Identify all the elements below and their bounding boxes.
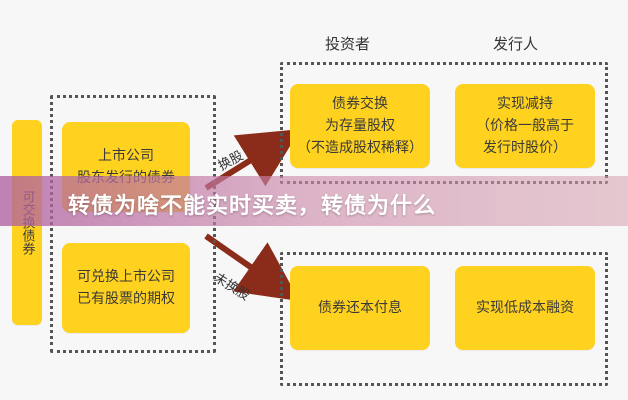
option-rights-line1: 可兑换上市公司 — [77, 269, 175, 285]
reduce-line2: （价格一般高于 — [476, 118, 574, 134]
principal-repayment-box: 债券还本付息 — [290, 266, 430, 350]
option-rights-box: 可兑换上市公司 已有股票的期权 — [62, 243, 190, 333]
no-swap-outcome-frame — [280, 252, 608, 386]
low-cost-financing-box: 实现低成本融资 — [455, 266, 595, 350]
option-rights-line2: 已有股票的期权 — [77, 291, 175, 307]
bond-swap-box: 债券交换 为存量股权 （不造成股权稀释） — [290, 84, 430, 168]
listed-company-line1: 上市公司 — [98, 148, 154, 164]
title-banner — [0, 176, 628, 226]
reduce-holding-box: 实现减持 （价格一般高于 发行时股价） — [455, 84, 595, 168]
investor-header: 投资者 — [325, 35, 371, 53]
bond-swap-line2: 为存量股权 — [325, 118, 395, 134]
issuer-header: 发行人 — [493, 35, 539, 53]
lowcost-line1: 实现低成本融资 — [476, 300, 574, 316]
bond-swap-line3: （不造成股权稀释） — [297, 140, 423, 156]
banner-title: 转债为啥不能实时买卖，转债为什么 — [68, 194, 437, 219]
bond-swap-line1: 债券交换 — [332, 96, 388, 112]
no-swap-arrow — [204, 233, 300, 302]
principal-line1: 债券还本付息 — [318, 300, 402, 316]
reduce-line3: 发行时股价） — [483, 140, 567, 156]
reduce-line1: 实现减持 — [497, 96, 553, 112]
